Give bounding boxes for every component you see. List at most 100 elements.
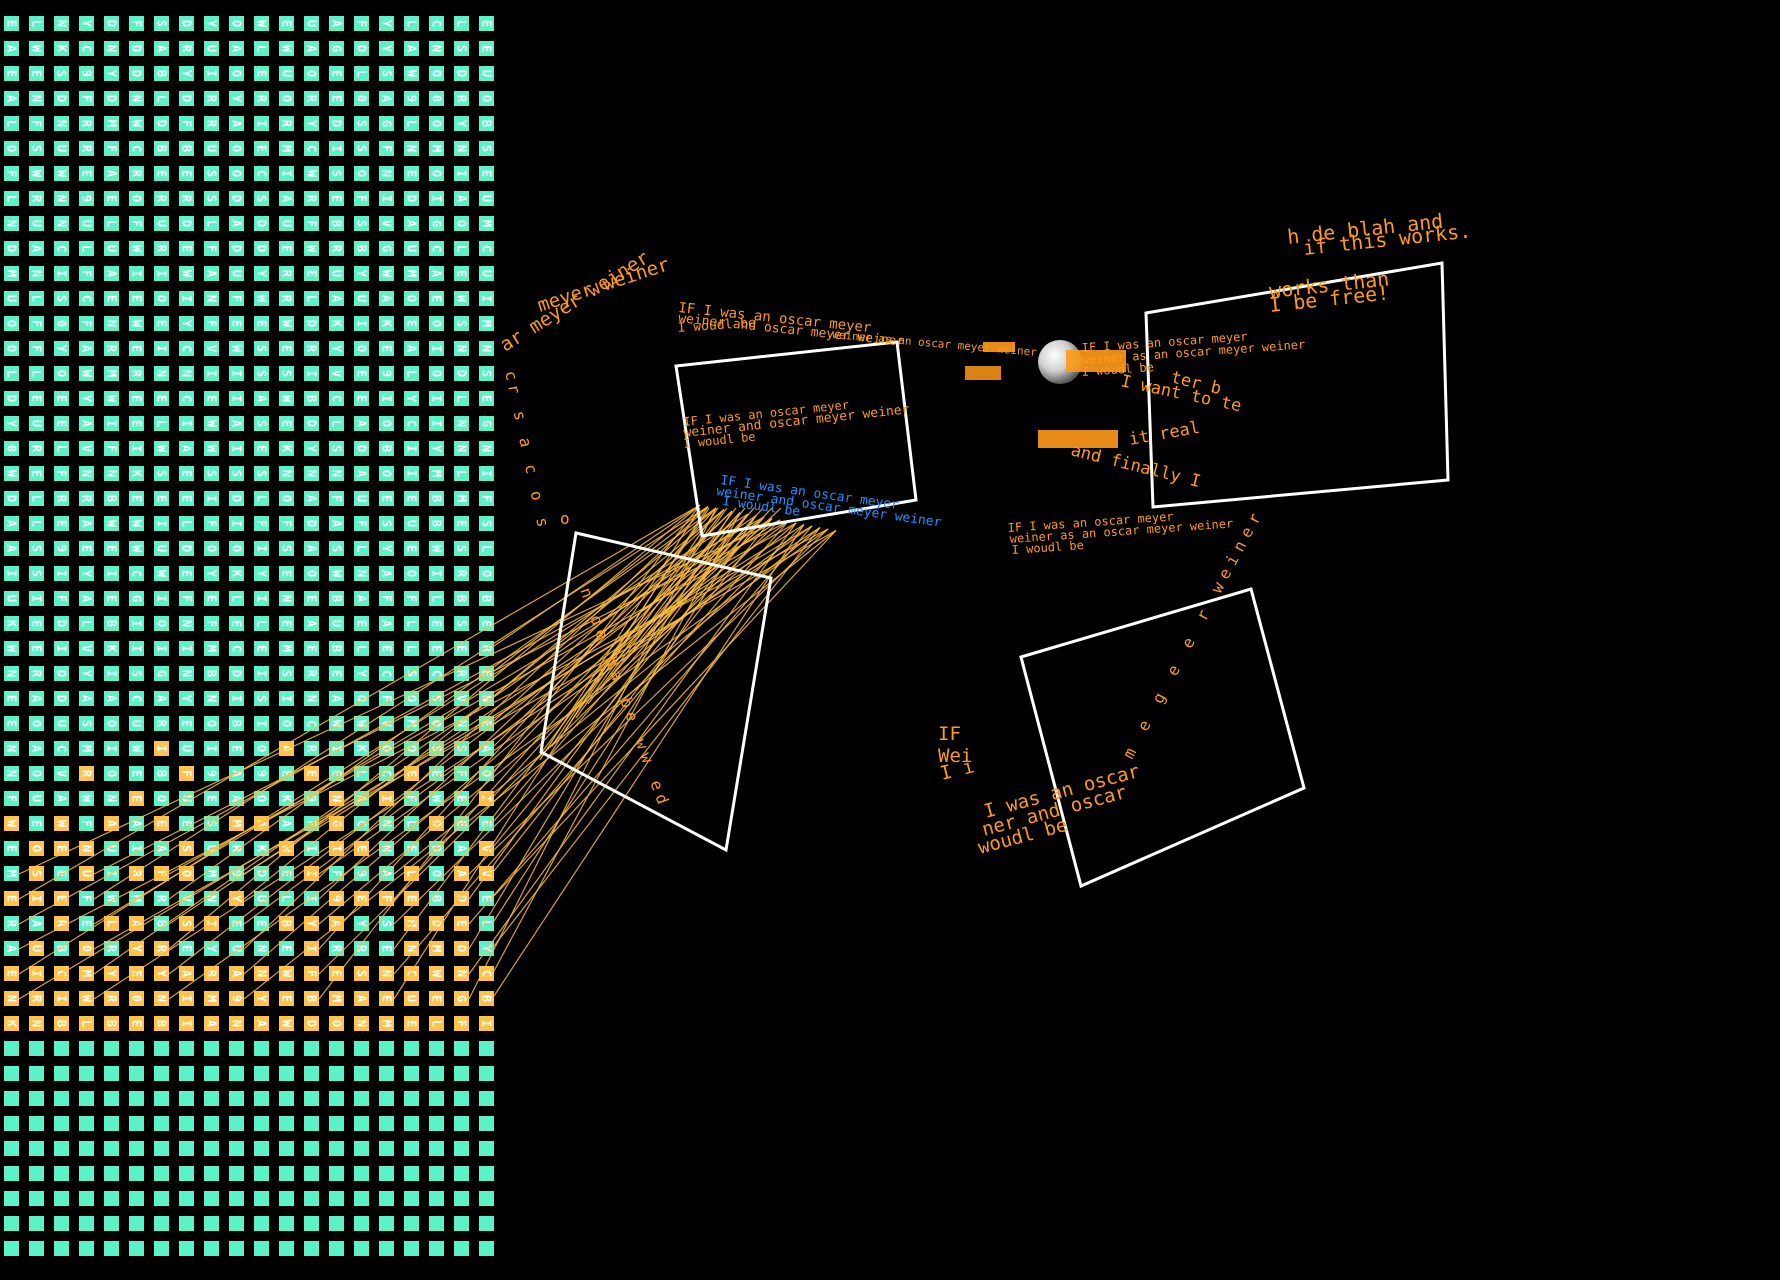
glyph-tile	[279, 1141, 294, 1156]
glyph-tile	[179, 466, 194, 481]
glyph-char: Y	[455, 120, 469, 128]
glyph-tile	[329, 16, 344, 31]
glyph-tile	[354, 416, 369, 431]
glyph-char: D	[105, 95, 119, 102]
glyph-tile	[404, 1241, 419, 1256]
glyph-tile	[479, 591, 494, 606]
glyph-char: E	[255, 320, 269, 327]
glyph-tile	[404, 491, 419, 506]
glyph-char: E	[430, 645, 444, 652]
glyph-char: B	[330, 220, 344, 227]
glyph-char: A	[280, 820, 294, 828]
glyph-tile	[279, 716, 294, 731]
glyph-tile	[154, 291, 169, 306]
glyph-char: C	[80, 295, 94, 302]
glyph-tile	[429, 941, 444, 956]
glyph-tile	[329, 991, 344, 1006]
glyph-tile	[54, 1066, 69, 1081]
glyph-char: E	[280, 770, 294, 777]
glyph-tile	[204, 66, 219, 81]
glyph-tile	[154, 216, 169, 231]
glyph-char: O	[5, 320, 19, 327]
beam-line	[243, 530, 837, 1000]
glyph-char: Y	[355, 920, 369, 928]
glyph-tile	[279, 991, 294, 1006]
glyph-char: D	[255, 870, 269, 877]
glyph-char: O	[430, 70, 444, 77]
glyph-tile	[154, 666, 169, 681]
glyph-char: Y	[180, 695, 194, 703]
glyph-char: D	[430, 820, 444, 827]
glyph-char: E	[255, 645, 269, 652]
glyph-tile	[279, 766, 294, 781]
glyph-char: W	[355, 720, 369, 728]
glyph-char: R	[55, 495, 69, 503]
glyph-tile	[304, 291, 319, 306]
glyph-char: E	[430, 995, 444, 1002]
glyph-char: D	[180, 220, 194, 227]
glyph-tile	[279, 366, 294, 381]
glyph-tile	[29, 716, 44, 731]
glyph-tile	[204, 1166, 219, 1181]
glyph-tile	[429, 66, 444, 81]
glyph-char: N	[330, 470, 344, 477]
glyph-tile	[379, 1066, 394, 1081]
glyph-char: G	[480, 420, 494, 427]
glyph-tile	[29, 1116, 44, 1131]
glyph-char: E	[355, 895, 369, 902]
glyph-tile	[229, 116, 244, 131]
glyph-char: R	[305, 95, 319, 103]
glyph-tile	[4, 416, 19, 431]
glyph-char: E	[280, 20, 294, 27]
glyph-tile	[404, 741, 419, 756]
glyph-tile	[404, 241, 419, 256]
glyph-tile	[179, 516, 194, 531]
glyph-char: I	[380, 395, 394, 402]
glyph-char: B	[305, 995, 319, 1002]
glyph-tile	[254, 616, 269, 631]
glyph-char: S	[255, 695, 269, 702]
glyph-char: N	[180, 620, 194, 627]
glyph-char: E	[5, 695, 19, 702]
glyph-tile	[479, 541, 494, 556]
glyph-tile	[204, 216, 219, 231]
glyph-char: L	[480, 545, 494, 552]
glyph-char: N	[280, 470, 294, 477]
glyph-tile	[454, 91, 469, 106]
glyph-tile	[404, 266, 419, 281]
glyph-char: E	[180, 495, 194, 502]
glyph-char: M	[205, 870, 219, 877]
glyph-char: R	[330, 245, 344, 253]
glyph-tile	[404, 1141, 419, 1156]
glyph-char: 9	[80, 195, 94, 202]
glyph-char: N	[380, 170, 394, 177]
glyph-tile	[404, 441, 419, 456]
glyph-tile	[354, 491, 369, 506]
glyph-char: E	[330, 670, 344, 677]
glyph-tile	[104, 991, 119, 1006]
glyph-char: A	[455, 195, 469, 203]
glyph-tile	[79, 366, 94, 381]
glyph-char: R	[155, 195, 169, 203]
glyph-tile	[379, 891, 394, 906]
glyph-tile	[429, 566, 444, 581]
glyph-tile	[404, 691, 419, 706]
glyph-char: I	[305, 945, 319, 952]
glyph-tile	[4, 891, 19, 906]
glyph-char: E	[130, 295, 144, 302]
glyph-tile	[304, 391, 319, 406]
glyph-char: L	[405, 620, 419, 627]
glyph-tile	[229, 1191, 244, 1206]
glyph-char: B	[55, 1020, 69, 1027]
glyph-tile	[4, 216, 19, 231]
glyph-char: U	[405, 245, 419, 252]
glyph-char: W	[180, 270, 194, 278]
glyph-char: V	[330, 370, 344, 377]
glyph-tile	[404, 941, 419, 956]
glyph-char: N	[30, 1020, 44, 1027]
glyph-char: F	[305, 220, 319, 227]
glyph-tile	[354, 891, 369, 906]
glyph-tile	[29, 116, 44, 131]
glyph-tile	[54, 91, 69, 106]
